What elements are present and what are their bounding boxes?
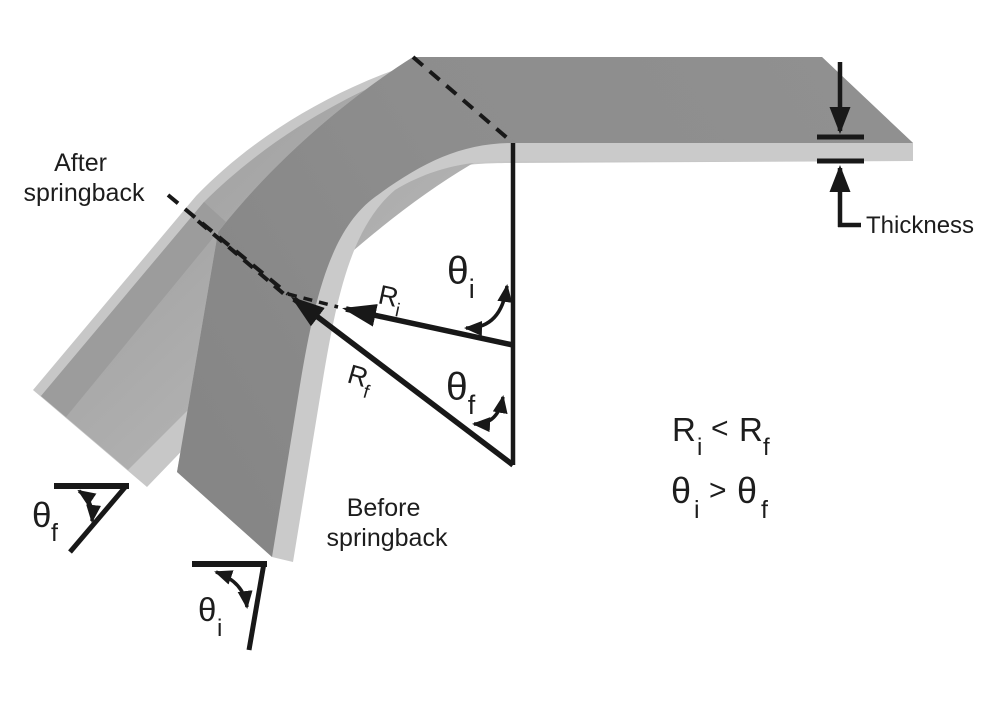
initial-angle-symbol: θi [192, 561, 267, 651]
initial-radius-label: Ri [374, 280, 405, 322]
before-springback-sheet [177, 57, 913, 562]
initial-angle-arc [464, 284, 513, 336]
after-springback-sheet [33, 58, 913, 487]
thickness-annotation: Thickness [817, 62, 974, 239]
after-sheet-shading-facet [41, 202, 226, 417]
after-sheet-top-surface [41, 60, 913, 470]
radius-relation: Ri<Rf [672, 411, 770, 461]
final-angle-symbol: θf [32, 483, 129, 554]
initial-angle-symbol-label: θi [198, 591, 222, 642]
bend-tangent-dashed-lines [166, 55, 515, 309]
final-angle-annotation: θf [446, 366, 508, 433]
before-sheet-top-surface [177, 57, 913, 557]
initial-angle-annotation: θi [447, 250, 513, 336]
initial-angle-leg-line [246, 562, 267, 651]
dashed-line-center [287, 292, 339, 309]
final-angle-arc [472, 395, 508, 433]
before-springback-label: Before springback [327, 494, 448, 552]
final-angle-label: θf [446, 366, 476, 420]
final-angle-symbol-label: θf [32, 496, 58, 547]
initial-angle-symbol-arc [214, 570, 253, 609]
initial-radius-arrow: Ri [342, 280, 514, 348]
final-angle-leg-line [68, 483, 129, 554]
after-springback-label: After springback [24, 149, 145, 207]
thickness-label: Thickness [866, 212, 974, 239]
initial-angle-label: θi [447, 250, 475, 304]
final-radius-line [290, 296, 515, 468]
initial-radius-line [342, 304, 514, 348]
final-radius-label: Rf [342, 359, 377, 404]
dashed-line-upper [166, 193, 290, 296]
final-angle-symbol-arc [77, 489, 102, 523]
